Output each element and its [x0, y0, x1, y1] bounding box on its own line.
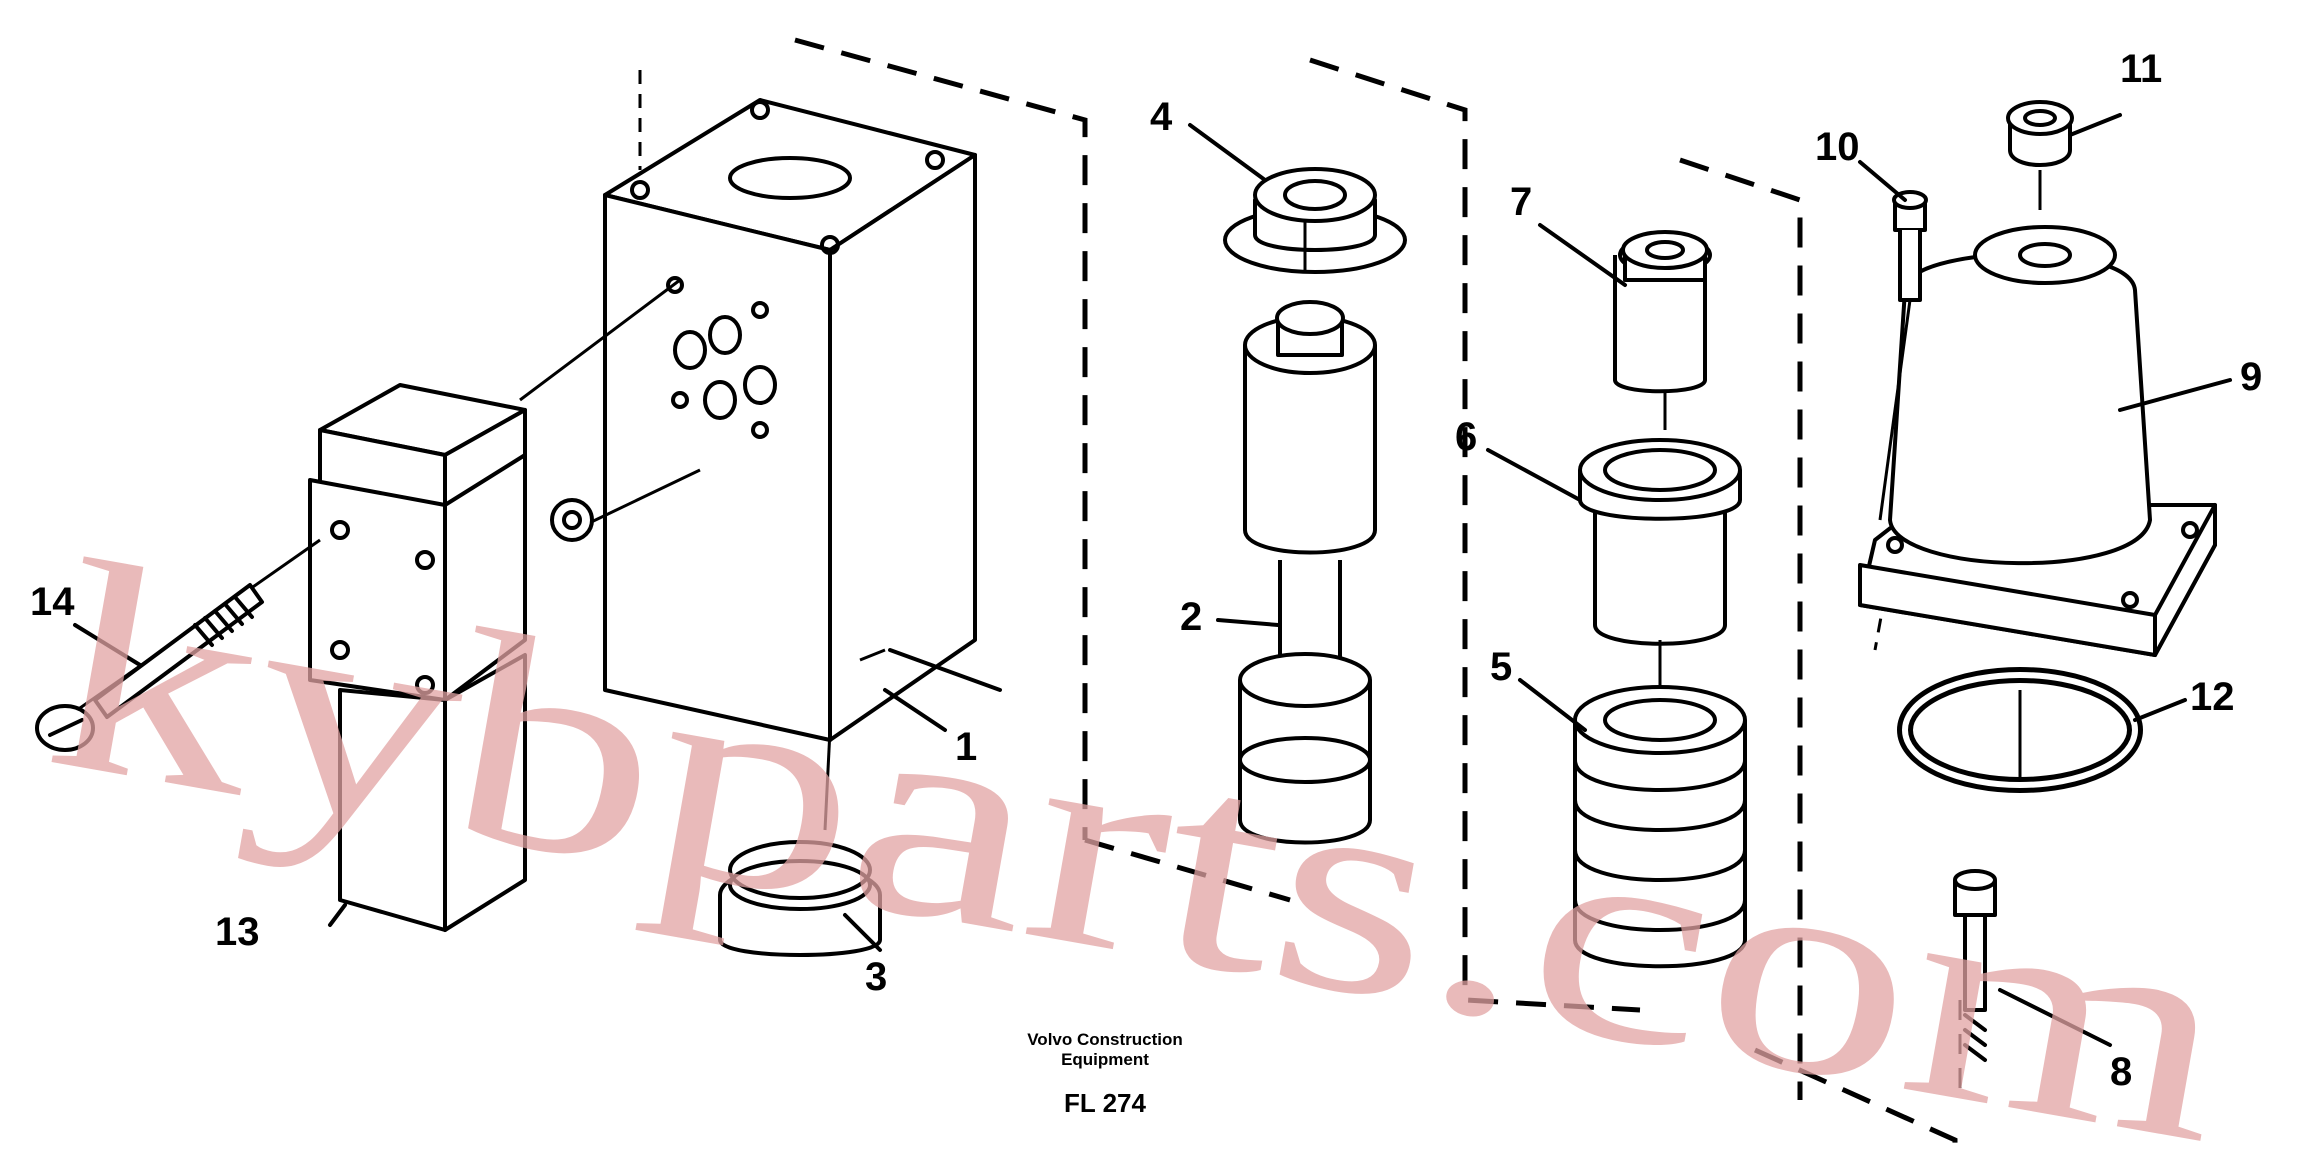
part-cover [1858, 225, 2217, 657]
callout-7: 7 [1510, 180, 1532, 224]
leader-lines [73, 113, 2232, 1047]
part-cap [2006, 100, 2074, 210]
callout-2: 2 [1180, 595, 1202, 639]
caption-manufacturer: Volvo Construction [1027, 1030, 1183, 1049]
caption-equipment: Equipment [1061, 1050, 1149, 1069]
callout-8: 8 [2110, 1050, 2132, 1094]
callout-12: 12 [2190, 675, 2235, 719]
part-screw-10 [1878, 190, 1928, 521]
callout-6: 6 [1455, 415, 1477, 459]
part-screw-8 [1953, 869, 1997, 1062]
callout-1: 1 [955, 725, 977, 769]
part-sleeve-small [1613, 230, 1712, 430]
callout-labels: 1 2 3 4 5 6 7 8 9 10 11 12 13 14 [30, 47, 2262, 1094]
part-valve-body [603, 98, 1002, 742]
callout-9: 9 [2240, 355, 2262, 399]
part-o-ring [1897, 667, 2143, 793]
part-bolt [35, 538, 321, 752]
figure-code: FL 274 [1064, 1088, 1146, 1118]
assembly-dashed-lines [638, 37, 1962, 1150]
callout-11: 11 [2120, 47, 2162, 91]
callout-3: 3 [865, 955, 887, 999]
figure-caption: Volvo Construction Equipment FL 274 [1027, 1030, 1183, 1118]
callout-13: 13 [215, 910, 260, 954]
callout-4: 4 [1150, 95, 1173, 139]
part-spool [1238, 220, 1377, 845]
part-sleeve [1578, 438, 1742, 690]
callout-10: 10 [1815, 125, 1860, 169]
part-washer-top [1223, 167, 1407, 274]
callout-14: 14 [30, 580, 75, 624]
part-plug [718, 729, 882, 957]
callout-5: 5 [1490, 645, 1512, 689]
part-spring [1573, 685, 1747, 969]
part-solenoid [308, 278, 701, 932]
